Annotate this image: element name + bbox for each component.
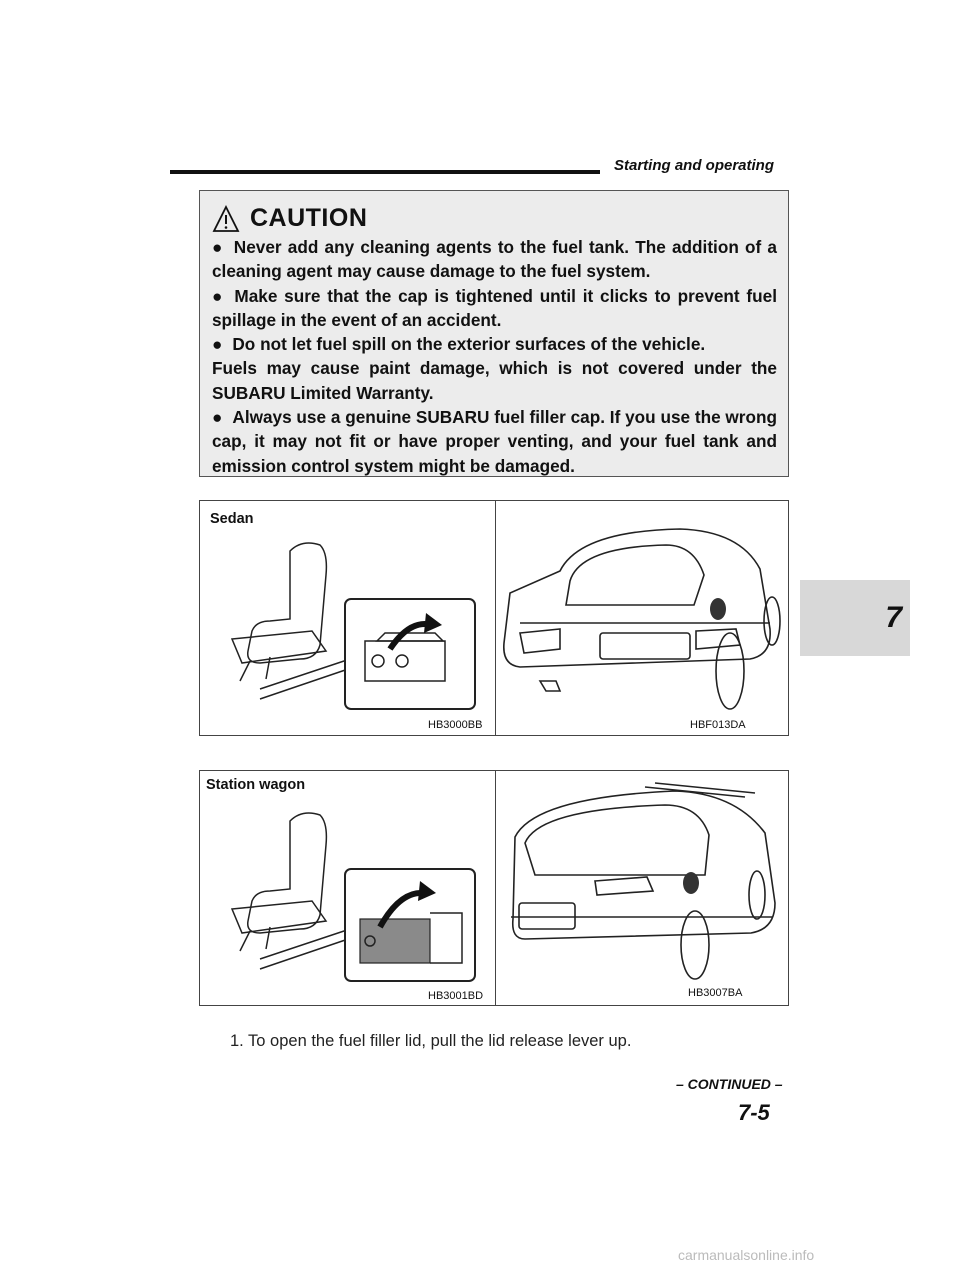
- figure-code: HB3000BB: [428, 719, 483, 731]
- caution-header: CAUTION: [212, 201, 777, 233]
- figure-label: Sedan: [210, 511, 254, 527]
- caution-item: ●Make sure that the cap is tightened unt…: [212, 284, 777, 333]
- chapter-tab: 7: [800, 580, 910, 656]
- wagon-rear-illustration: [511, 782, 776, 980]
- caution-item-text: Do not let fuel spill on the exterior su…: [232, 334, 706, 355]
- caution-title: CAUTION: [250, 204, 368, 232]
- bullet-icon: ●: [212, 334, 223, 355]
- driver-seat-lever-illustration: [230, 542, 476, 710]
- bullet-icon: ●: [212, 237, 224, 257]
- caution-item-text: Never add any cleaning agents to the fue…: [212, 237, 777, 282]
- section-title: Starting and operating: [614, 157, 775, 174]
- caution-text: ●Never add any cleaning agents to the fu…: [212, 235, 777, 478]
- step-1-text: 1. To open the fuel filler lid, pull the…: [230, 1032, 632, 1050]
- caution-note: Fuels may cause paint damage, which is n…: [212, 358, 777, 403]
- caution-item: ●Never add any cleaning agents to the fu…: [212, 235, 777, 284]
- header-rule: [170, 170, 600, 174]
- sedan-figure: Sedan HB3000BB: [199, 500, 789, 736]
- figure-code: HBF013DA: [690, 719, 746, 731]
- continued-label: – CONTINUED –: [676, 1076, 783, 1092]
- caution-box: CAUTION ●Never add any cleaning agents t…: [199, 190, 789, 477]
- sedan-rear-illustration: [503, 528, 781, 710]
- figure-code: HB3007BA: [688, 987, 743, 999]
- figure-divider: [495, 501, 496, 735]
- watermark: carmanualsonline.info: [678, 1247, 815, 1263]
- warning-triangle-icon: [212, 205, 240, 232]
- wagon-figure: Station wagon HB3001BD HB3007B: [199, 770, 789, 1006]
- caution-item-text: Make sure that the cap is tightened unti…: [212, 285, 777, 330]
- figure-label: Station wagon: [206, 777, 306, 793]
- figure-divider: [495, 771, 496, 1005]
- caution-item: ●Always use a genuine SUBARU fuel filler…: [212, 405, 777, 478]
- caution-item: ● Do not let fuel spill on the exterior s…: [212, 332, 777, 356]
- caution-item-text: Always use a genuine SUBARU fuel filler …: [212, 407, 777, 476]
- page-number: 7-5: [738, 1100, 770, 1125]
- chapter-number: 7: [885, 601, 902, 634]
- bullet-icon: ●: [212, 407, 223, 428]
- figure-code: HB3001BD: [428, 990, 484, 1002]
- driver-seat-lever-illustration: [230, 812, 476, 982]
- bullet-icon: ●: [212, 285, 225, 306]
